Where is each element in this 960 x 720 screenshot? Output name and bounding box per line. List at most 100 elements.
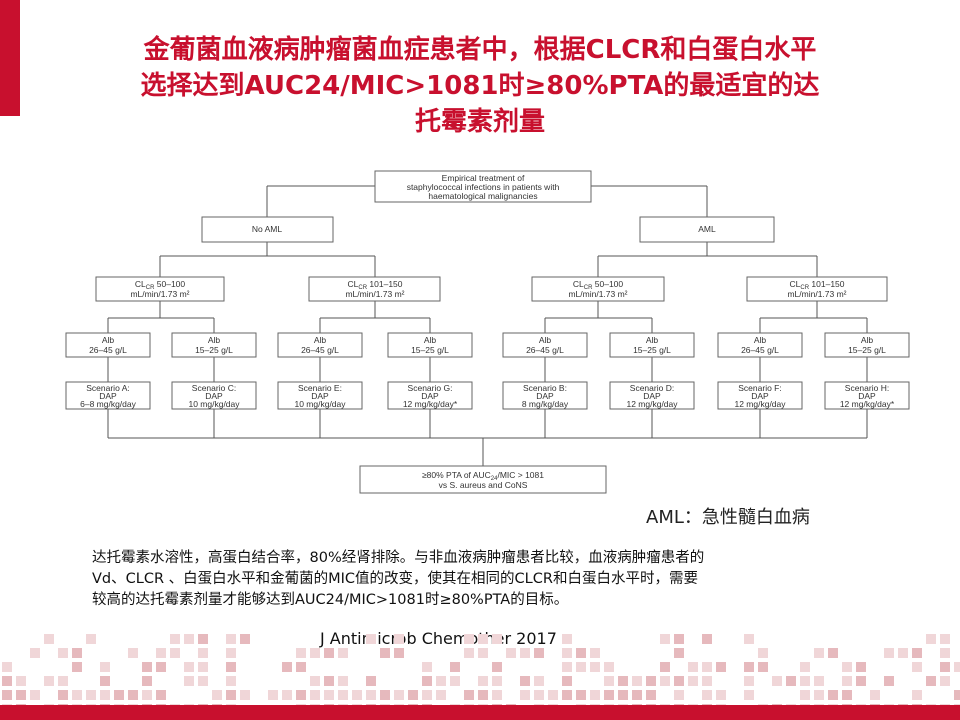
alb-node: Alb 26–45 g/L	[277, 332, 363, 358]
deco-square	[758, 662, 768, 672]
deco-square	[492, 634, 502, 644]
alb-node: Alb 15–25 g/L	[387, 332, 473, 358]
deco-square	[156, 662, 166, 672]
deco-square	[338, 648, 348, 658]
footer-bar	[0, 705, 960, 720]
deco-square	[310, 676, 320, 686]
target-line-1: ≥80% PTA of AUC24/MIC > 1081	[422, 470, 544, 482]
deco-square	[618, 690, 628, 700]
scenario-node-f: Scenario F: DAP 12 mg/kg/day	[717, 381, 803, 410]
deco-square	[226, 676, 236, 686]
deco-square	[520, 648, 530, 658]
deco-square	[142, 662, 152, 672]
deco-square	[744, 676, 754, 686]
scenario-drug: DAP	[311, 391, 329, 401]
alb-range: 26–45 g/L	[301, 345, 339, 355]
deco-square	[506, 648, 516, 658]
deco-square	[744, 662, 754, 672]
deco-square	[674, 690, 684, 700]
deco-square	[898, 648, 908, 658]
deco-square	[842, 662, 852, 672]
deco-square	[324, 690, 334, 700]
deco-square	[688, 676, 698, 686]
deco-square	[464, 648, 474, 658]
deco-square	[632, 676, 642, 686]
scenario-node-b: Scenario B: DAP 8 mg/kg/day	[502, 381, 588, 410]
alb-range: 15–25 g/L	[411, 345, 449, 355]
deco-square	[436, 690, 446, 700]
root-line-3: haematological malignancies	[428, 191, 537, 201]
deco-square	[674, 648, 684, 658]
deco-square	[646, 690, 656, 700]
scenario-node-d: Scenario D: DAP 12 mg/kg/day	[609, 381, 695, 410]
alb-range: 26–45 g/L	[526, 345, 564, 355]
deco-square	[226, 634, 236, 644]
scenario-label: Scenario E:	[298, 383, 342, 393]
scenario-dose: 12 mg/kg/day	[626, 399, 678, 409]
deco-square	[646, 676, 656, 686]
scenario-drug: DAP	[99, 391, 117, 401]
deco-square	[2, 690, 12, 700]
deco-square	[576, 690, 586, 700]
scenario-dose: 10 mg/kg/day	[294, 399, 346, 409]
scenario-label: Scenario B:	[523, 383, 567, 393]
deco-square	[366, 676, 376, 686]
deco-square	[912, 662, 922, 672]
clcr-label: CLCR 101–150	[790, 279, 845, 291]
deco-square	[100, 676, 110, 686]
deco-square	[674, 676, 684, 686]
deco-square	[478, 634, 488, 644]
body-paragraph: 达托霉素水溶性，高蛋白结合率，80%经肾排除。与非血液病肿瘤患者比较，血液病肿瘤…	[92, 548, 902, 611]
deco-square	[226, 648, 236, 658]
scenario-dose: 10 mg/kg/day	[188, 399, 240, 409]
deco-square	[72, 662, 82, 672]
root-node: Empirical treatment of staphylococcal in…	[374, 170, 592, 203]
deco-square	[534, 676, 544, 686]
clcr-label: CLCR 50–100	[135, 279, 186, 291]
deco-square	[114, 690, 124, 700]
deco-square	[828, 648, 838, 658]
deco-square	[716, 662, 726, 672]
deco-square	[604, 676, 614, 686]
alb-range: 15–25 g/L	[848, 345, 886, 355]
group-no-aml: No AML	[201, 216, 334, 243]
deco-square	[170, 634, 180, 644]
deco-square	[534, 648, 544, 658]
deco-square	[716, 690, 726, 700]
clcr-unit: mL/min/1.73 m²	[787, 289, 846, 299]
deco-square	[814, 676, 824, 686]
deco-square	[212, 690, 222, 700]
alb-node: Alb 15–25 g/L	[824, 332, 910, 358]
deco-square	[16, 690, 26, 700]
deco-square	[800, 676, 810, 686]
deco-square	[520, 690, 530, 700]
scenario-label: Scenario A:	[86, 383, 129, 393]
deco-square	[226, 662, 236, 672]
deco-square	[688, 662, 698, 672]
deco-square	[72, 648, 82, 658]
deco-square	[562, 676, 572, 686]
deco-square	[450, 662, 460, 672]
deco-square	[310, 690, 320, 700]
deco-square	[940, 662, 950, 672]
scenario-node-a: Scenario A: DAP 6–8 mg/kg/day	[65, 381, 151, 410]
deco-square	[856, 676, 866, 686]
deco-square	[44, 634, 54, 644]
scenario-label: Scenario G:	[408, 383, 453, 393]
deco-square	[856, 662, 866, 672]
title-line-2: 选择达到AUC24/MIC>1081时≥80%PTA的最适宜的达	[140, 71, 820, 101]
aml-note: AML：急性髓白血病	[646, 507, 810, 528]
deco-square	[2, 662, 12, 672]
deco-square	[436, 676, 446, 686]
deco-square	[352, 690, 362, 700]
deco-square	[58, 690, 68, 700]
scenario-drug: DAP	[421, 391, 439, 401]
root-line-2: staphylococcal infections in patients wi…	[407, 182, 560, 192]
deco-square	[198, 634, 208, 644]
deco-square	[450, 676, 460, 686]
deco-square	[744, 634, 754, 644]
deco-square	[198, 676, 208, 686]
deco-square	[590, 662, 600, 672]
deco-square	[758, 648, 768, 658]
deco-square	[912, 648, 922, 658]
